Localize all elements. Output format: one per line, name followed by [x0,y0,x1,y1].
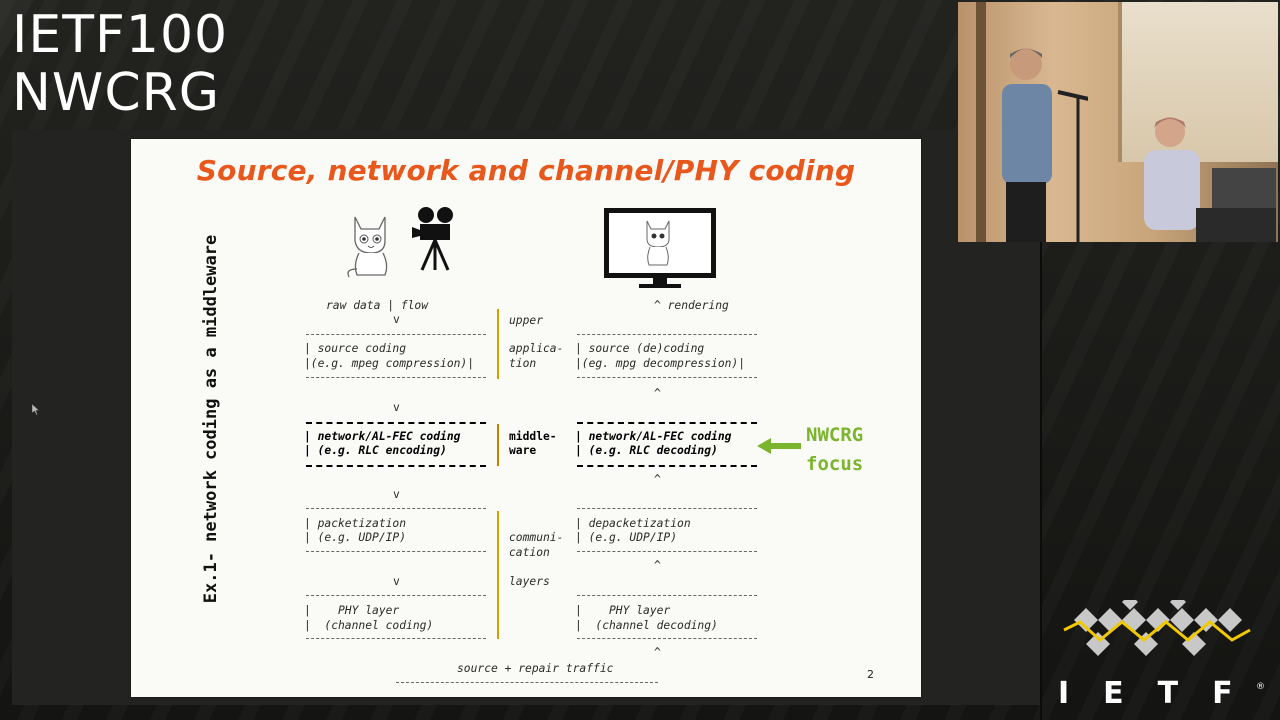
speaker-person-image [978,42,1088,242]
right-source-line1: | source (de)coding [575,342,704,356]
middle-upper: upper [509,314,543,328]
focus-label: NWCRG focus [806,421,863,479]
middle-application-2: tion [509,357,536,371]
right-arrow-up-4: ^ [654,646,661,660]
middle-communication-2: cation [509,546,550,560]
ietf-registered-mark: ® [1256,682,1265,692]
left-network-line1: | network/AL-FEC coding [304,430,460,444]
focus-label-line1: NWCRG [806,421,863,450]
layout-divider [1040,242,1042,720]
left-arrow-v-3: v [393,488,400,502]
right-box-phy-bottom [577,638,757,639]
right-phy-line2: | (channel decoding) [575,619,718,633]
right-box-source-top [577,334,757,335]
left-phy-line1: | PHY layer [304,604,399,618]
presentation-slide: Source, network and channel/PHY coding E… [131,139,921,697]
right-box-packet-top [577,508,757,509]
ietf-logo-text: IETF [1058,676,1267,711]
left-network-line2: | (e.g. RLC encoding) [304,444,447,458]
right-network-line1: | network/AL-FEC coding [575,430,731,444]
right-phy-line1: | PHY layer [575,604,670,618]
slide-side-label: Ex.1- network coding as a middleware [201,184,221,654]
middle-application-1: applica- [509,342,563,356]
right-box-network-bottom [577,465,757,467]
middle-middleware-2: ware [509,444,536,458]
right-arrow-up-2: ^ [654,473,661,487]
event-title-line1: IETF100 [12,6,228,64]
cat-icon [341,207,401,279]
left-arrow-v-2: v [393,401,400,415]
middle-layers: layers [509,575,550,589]
left-source-line2: |(e.g. mpeg compression)| [304,357,474,371]
right-box-phy-top [577,595,757,596]
right-arrow-up-1: ^ [654,387,661,401]
left-source-line1: | source coding [304,342,406,356]
left-box-packet-bottom [306,551,486,552]
left-box-network-bottom [306,465,486,467]
speaker-video-feed [958,2,1278,242]
event-title: IETF100 NWCRG [12,6,228,122]
left-arrow-v-4: v [393,575,400,589]
left-box-network-top [306,422,486,424]
middle-communication-1: communi- [509,531,563,545]
right-packet-line2: | (e.g. UDP/IP) [575,531,677,545]
left-packet-line1: | packetization [304,517,406,531]
right-box-source-bottom [577,377,757,378]
left-box-phy-bottom [306,638,486,639]
focus-label-line2: focus [806,450,863,479]
left-arrow-v-1: v [393,313,400,327]
left-box-source-bottom [306,377,486,378]
bottom-caption: source + repair traffic [457,662,613,676]
mouse-cursor-icon [32,404,40,415]
left-box-packet-top [306,508,486,509]
slide-title: Source, network and channel/PHY coding [131,154,921,187]
left-box-source-top [306,334,486,335]
middle-bar-communication [497,511,499,639]
film-camera-icon [412,206,458,272]
seated-person-image [1126,108,1276,242]
left-packet-line2: | (e.g. UDP/IP) [304,531,406,545]
focus-arrow-icon [757,438,801,454]
ietf-logo-icon [1060,600,1252,664]
right-box-packet-bottom [577,551,757,552]
slide-page-number: 2 [867,668,874,681]
left-top-caption: raw data | flow [326,299,428,313]
right-top-caption: ^ rendering [654,299,729,313]
right-arrow-up-3: ^ [654,559,661,573]
middle-bar-middleware [497,424,499,466]
event-title-line2: NWCRG [12,64,228,122]
monitor-icon [603,207,717,289]
middle-bar-upper [497,309,499,379]
bottom-loop-line [396,682,658,683]
right-box-network-top [577,422,757,424]
left-phy-line2: | (channel coding) [304,619,433,633]
right-packet-line1: | depacketization [575,517,691,531]
right-source-line2: |(eg. mpg decompression)| [575,357,745,371]
left-box-phy-top [306,595,486,596]
right-network-line2: | (e.g. RLC decoding) [575,444,718,458]
middle-middleware-1: middle- [509,430,557,444]
